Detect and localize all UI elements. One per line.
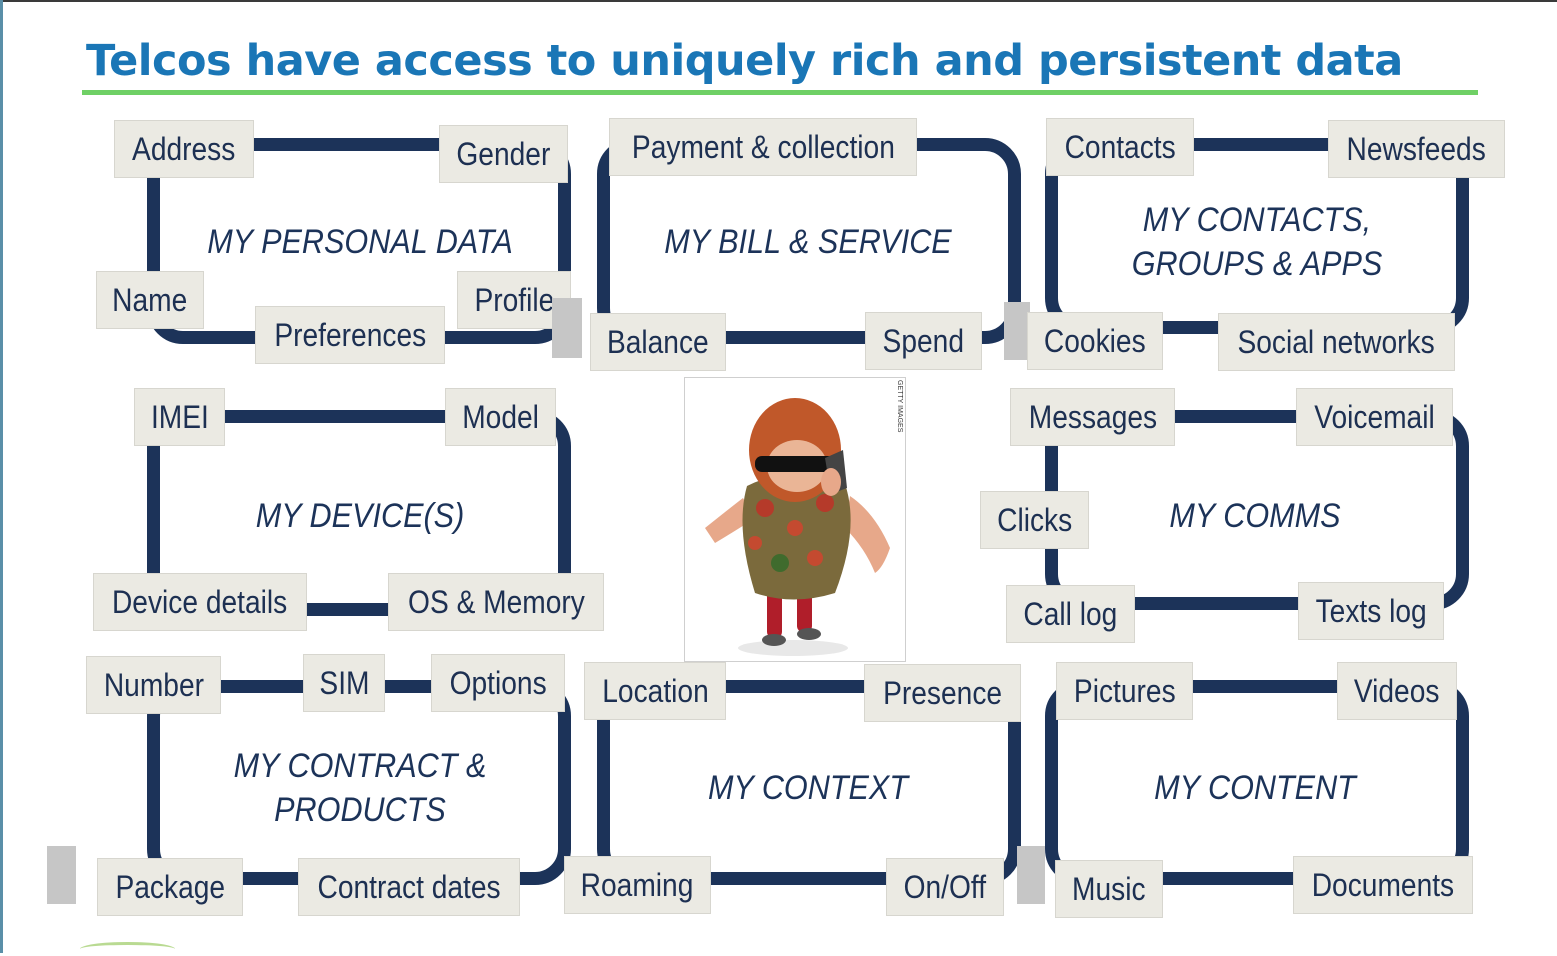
tag-presence: Presence (864, 664, 1021, 722)
slide-title: Telcos have access to uniquely rich and … (86, 36, 1403, 86)
bill-service-label: MY BILL & SERVICE (664, 223, 952, 261)
tag-roaming: Roaming (564, 856, 711, 914)
connector-stub (1004, 302, 1030, 360)
tag-contacts: Contacts (1046, 118, 1194, 176)
tag-messages: Messages (1010, 388, 1175, 446)
personal-data-label: MY PERSONAL DATA (207, 223, 513, 261)
tag-imei: IMEI (134, 388, 225, 446)
tag-videos: Videos (1337, 662, 1457, 720)
content-label: MY CONTENT (1154, 769, 1356, 807)
tag-social-networks: Social networks (1218, 313, 1455, 371)
tag-clicks: Clicks (980, 491, 1089, 549)
tag-call-log: Call log (1006, 585, 1135, 643)
connector-stub (47, 846, 76, 904)
person-on-phone-photo: GETTY IMAGES (684, 377, 906, 662)
contract-label: MY CONTRACT & PRODUCTS (233, 747, 487, 829)
context-label: MY CONTEXT (707, 769, 909, 807)
tag-texts-log: Texts log (1298, 582, 1444, 640)
tag-package: Package (97, 858, 243, 916)
tag-payment-collection: Payment & collection (609, 118, 917, 176)
tag-name: Name (96, 271, 204, 329)
tag-spend: Spend (865, 312, 982, 370)
connector-stub (552, 298, 582, 358)
tag-music: Music (1055, 860, 1163, 918)
contacts-label: MY CONTACTS, GROUPS & APPS (1131, 201, 1383, 283)
tag-address: Address (114, 120, 254, 178)
tag-newsfeeds: Newsfeeds (1328, 120, 1505, 178)
connector-stub (1017, 846, 1045, 904)
photo-credit: GETTY IMAGES (896, 380, 903, 433)
title-underline (82, 90, 1478, 95)
contacts-frame (1045, 138, 1469, 334)
tag-voicemail: Voicemail (1296, 388, 1453, 446)
device-label: MY DEVICE(S) (255, 497, 465, 535)
logo-fragment (80, 942, 175, 956)
tag-device-details: Device details (93, 573, 307, 631)
tag-on-off: On/Off (886, 858, 1004, 916)
left-border (0, 0, 3, 953)
tag-location: Location (584, 662, 726, 720)
tag-gender: Gender (439, 125, 568, 183)
tag-documents: Documents (1293, 856, 1473, 914)
tag-pictures: Pictures (1056, 662, 1193, 720)
tag-options: Options (431, 654, 565, 712)
tag-preferences: Preferences (255, 306, 445, 364)
top-border (0, 0, 1557, 2)
tag-model: Model (445, 388, 556, 446)
tag-os-memory: OS & Memory (388, 573, 604, 631)
tag-balance: Balance (590, 313, 726, 371)
person-on-phone-illustration (705, 398, 890, 656)
tag-contract-dates: Contract dates (298, 858, 520, 916)
comms-label: MY COMMS (1169, 497, 1341, 535)
tag-sim: SIM (303, 654, 385, 712)
tag-number: Number (86, 656, 221, 714)
tag-cookies: Cookies (1027, 312, 1163, 370)
